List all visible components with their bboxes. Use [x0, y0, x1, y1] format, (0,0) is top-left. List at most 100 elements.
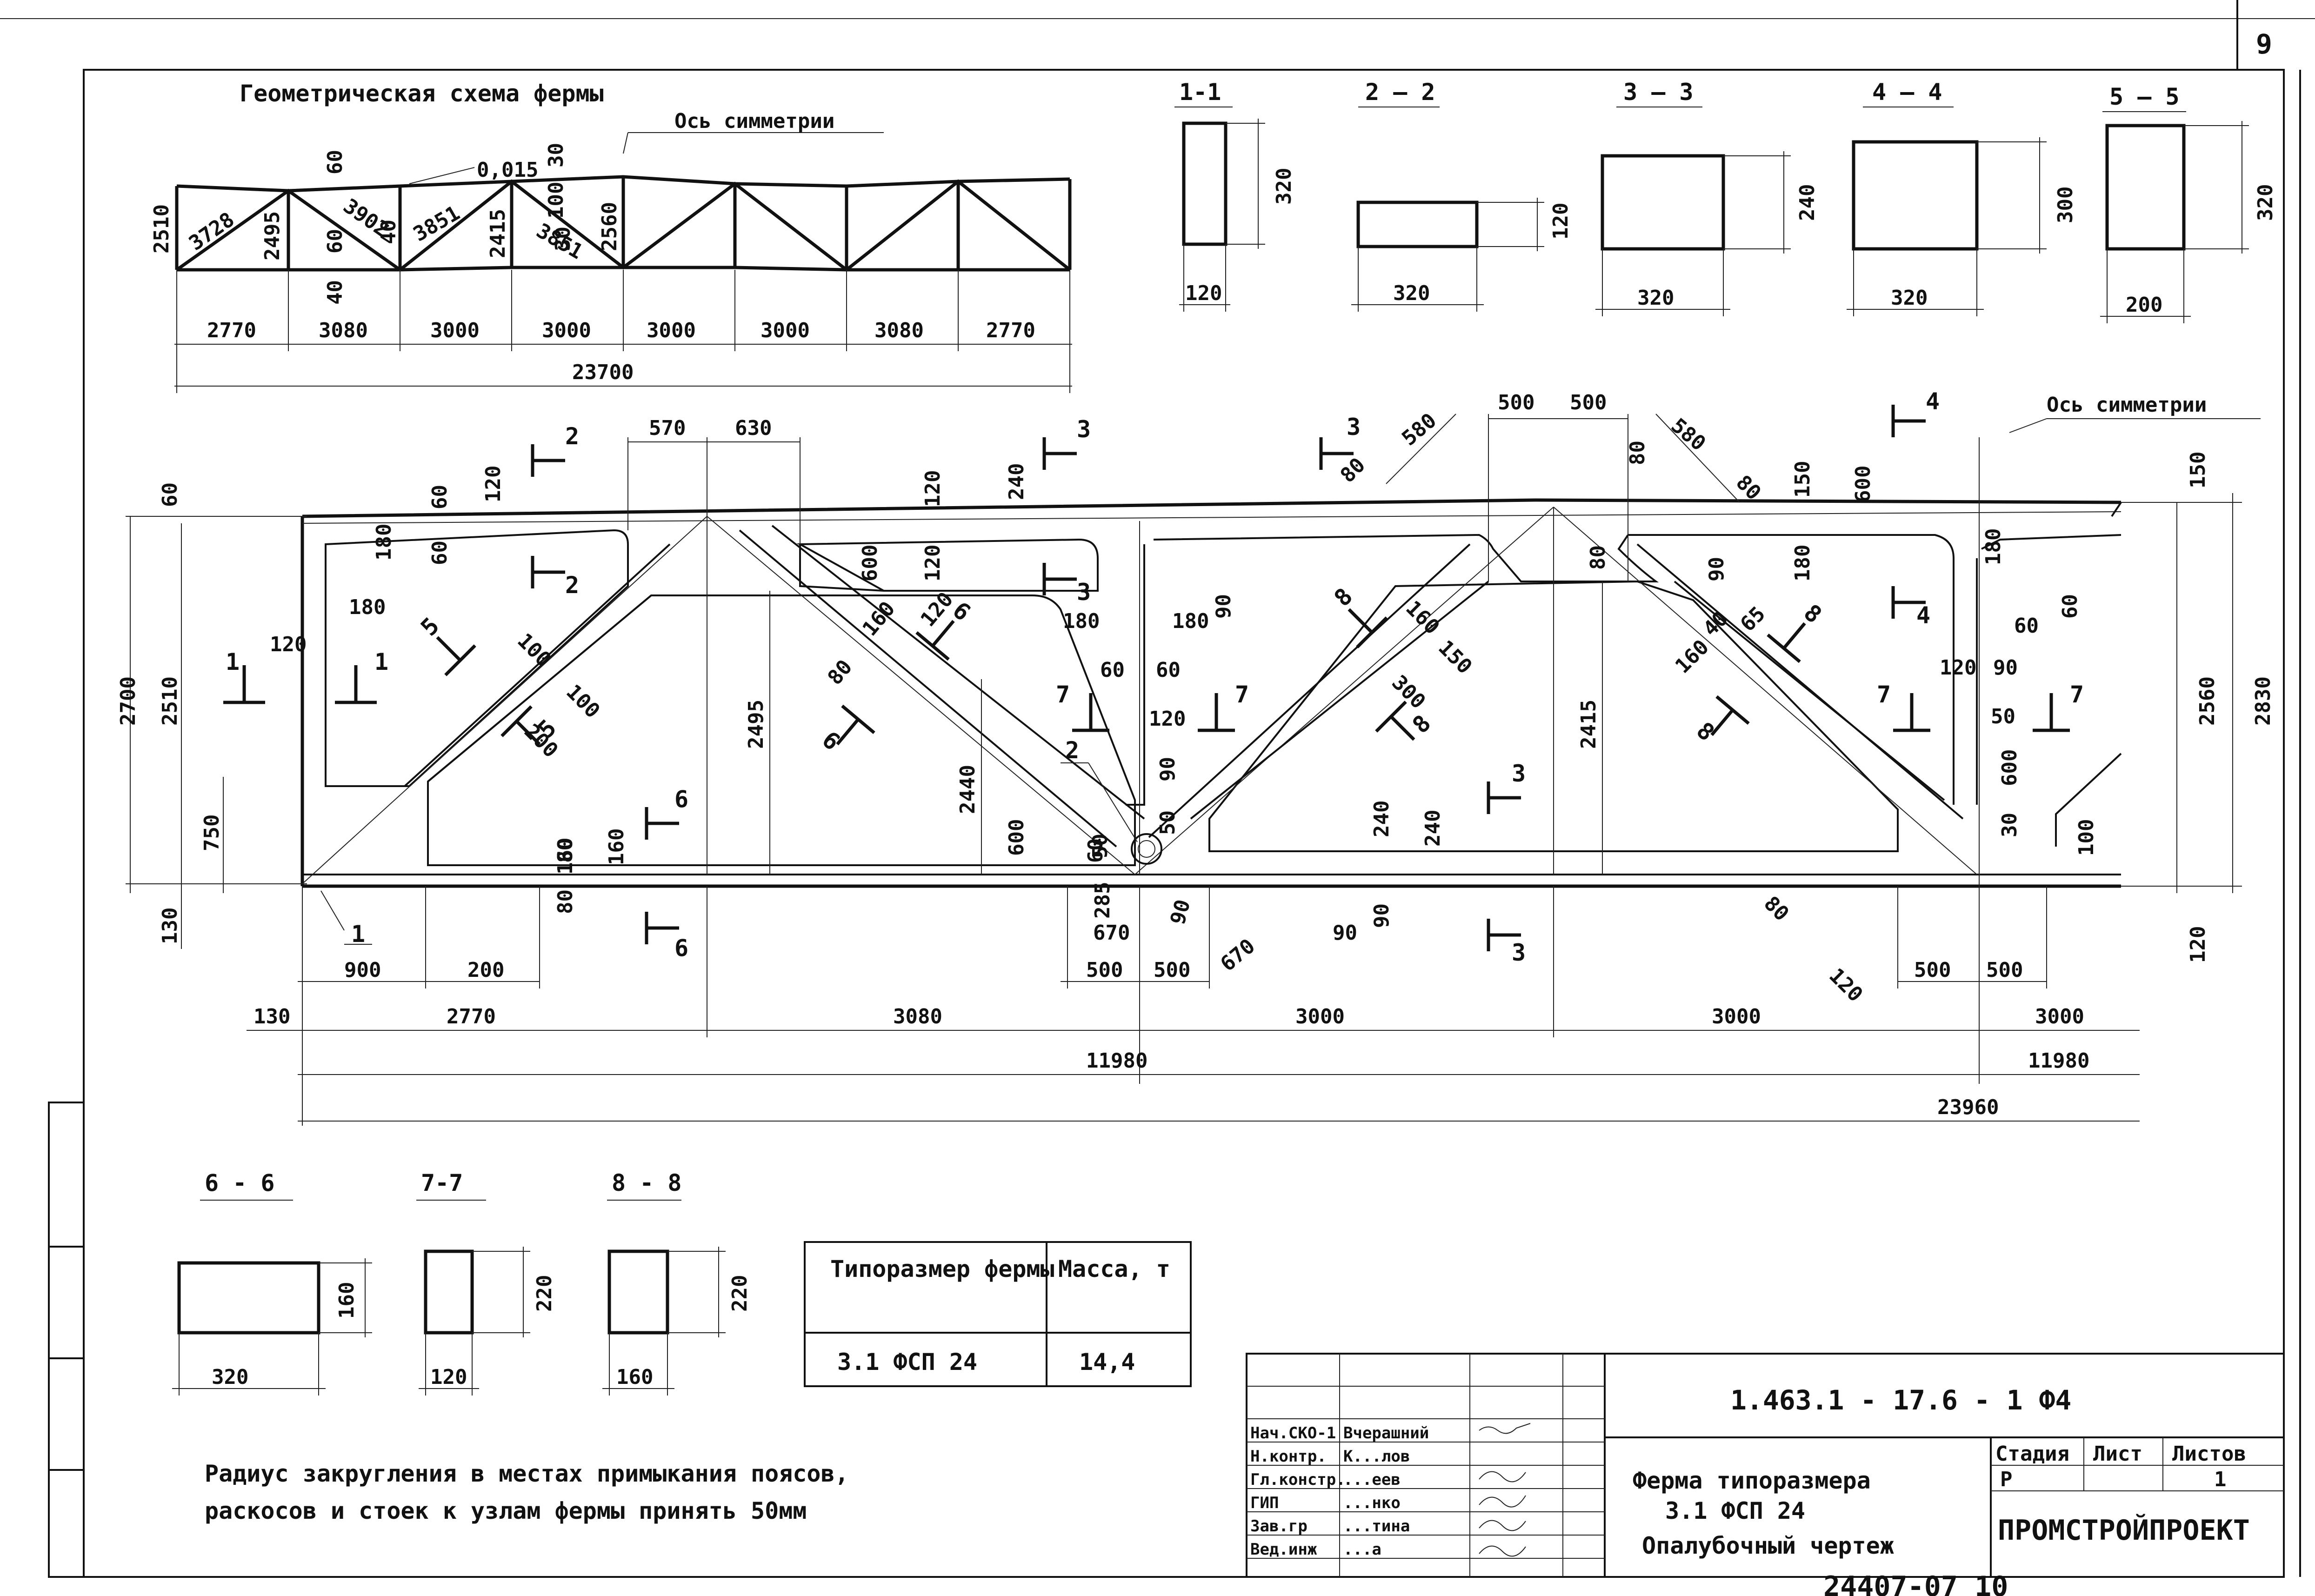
svg-text:100: 100 — [561, 680, 604, 723]
geom-small-1: 60 — [323, 150, 347, 174]
svg-text:320: 320 — [1393, 281, 1430, 305]
geom-panel-1: 2770 — [207, 319, 256, 342]
name-1: Вчерашний — [1343, 1424, 1429, 1442]
mass-header-1: Типоразмер фермы — [830, 1255, 1054, 1282]
note-line-2: раскосов и стоек к узлам фермы принять 5… — [205, 1497, 807, 1524]
svg-text:160: 160 — [335, 1282, 359, 1319]
svg-text:600: 600 — [858, 545, 882, 581]
svg-text:160: 160 — [605, 828, 628, 865]
svg-text:80: 80 — [1586, 545, 1610, 570]
dim-500-d: 500 — [1154, 958, 1190, 982]
section-8-8: 8 - 8 160 220 — [602, 1169, 752, 1396]
doc-code: 1.463.1 - 17.6 - 1 Ф4 — [1730, 1384, 2071, 1416]
dim-2830: 2830 — [2251, 676, 2275, 726]
svg-text:300: 300 — [2054, 187, 2077, 223]
svg-text:60: 60 — [1100, 658, 1125, 682]
name-6: ...а — [1343, 1540, 1381, 1559]
dim-630: 630 — [735, 416, 772, 440]
svg-text:120: 120 — [1824, 964, 1867, 1007]
stage-header: Стадия — [1995, 1442, 2069, 1466]
svg-text:3: 3 — [1512, 939, 1526, 966]
title-line-1: Ферма типоразмера — [1633, 1467, 1871, 1494]
svg-text:180: 180 — [1172, 609, 1209, 633]
half-span-right: 11980 — [2028, 1049, 2089, 1073]
dim-130: 130 — [158, 908, 182, 944]
svg-text:6: 6 — [674, 786, 688, 813]
svg-text:180: 180 — [1981, 528, 2005, 565]
svg-text:600: 600 — [1005, 819, 1028, 856]
svg-text:240: 240 — [1795, 184, 1819, 221]
geom-diag-1: 3728 — [185, 207, 239, 255]
svg-text:90: 90 — [1156, 757, 1180, 781]
dim-2770-bottom: 2770 — [447, 1005, 496, 1028]
geom-slope: 0,015 — [477, 158, 538, 182]
dim-900: 900 — [344, 958, 381, 982]
geom-panel-4: 3000 — [542, 319, 591, 342]
svg-text:160: 160 — [554, 838, 577, 875]
svg-text:6 - 6: 6 - 6 — [205, 1169, 275, 1196]
svg-text:50: 50 — [1156, 810, 1180, 835]
geom-panel-3: 3000 — [430, 319, 480, 342]
mass-table: Типоразмер фермы Масса, т 3.1 ФСП 24 14,… — [804, 1241, 1192, 1387]
geom-axis-label: Ось симметрии — [674, 109, 834, 133]
svg-text:30: 30 — [1998, 813, 2021, 837]
geometric-scheme: Геометрическая схема фермы Ось симметрии… — [150, 80, 1072, 393]
main-elevation: Ось симметрии 1 1 2 2 3 3 3 3 3 4 4 6 6 … — [116, 388, 2275, 1126]
svg-text:150: 150 — [1434, 636, 1476, 679]
svg-text:120: 120 — [430, 1365, 467, 1389]
svg-text:120: 120 — [921, 545, 945, 581]
geom-height-4: 2560 — [598, 202, 621, 251]
svg-text:3: 3 — [1077, 579, 1091, 606]
geom-small-3: 40 — [323, 280, 347, 305]
mass-value: 14,4 — [1079, 1349, 1135, 1376]
role-6: Вед.инж — [1250, 1540, 1317, 1559]
total-span: 23960 — [1937, 1095, 1999, 1119]
role-2: Н.контр. — [1250, 1447, 1327, 1466]
svg-text:90: 90 — [1705, 557, 1728, 581]
svg-text:80: 80 — [823, 655, 857, 689]
svg-text:150: 150 — [1791, 461, 1815, 498]
svg-text:80: 80 — [554, 889, 577, 914]
svg-text:60: 60 — [428, 485, 452, 509]
svg-text:3: 3 — [1347, 414, 1361, 441]
svg-text:6: 6 — [674, 935, 688, 962]
svg-text:220: 220 — [533, 1275, 556, 1312]
sheets-value: 1 — [2214, 1468, 2227, 1491]
dim-2700: 2700 — [116, 676, 140, 726]
geom-panel-7: 3080 — [874, 319, 924, 342]
dim-2560: 2560 — [2195, 676, 2219, 726]
dim-570: 570 — [649, 416, 686, 440]
svg-text:240: 240 — [1370, 801, 1394, 837]
svg-text:4 – 4: 4 – 4 — [1872, 79, 1942, 106]
svg-text:1: 1 — [374, 648, 388, 675]
geom-panel-2: 3080 — [319, 319, 368, 342]
svg-text:7: 7 — [1056, 681, 1070, 708]
geom-small-4: 40 — [377, 220, 400, 244]
role-5: Зав.гр — [1250, 1517, 1308, 1536]
dim-2510: 2510 — [158, 676, 182, 726]
main-member-lines — [302, 507, 1980, 884]
svg-text:60: 60 — [158, 482, 182, 507]
section-6-6: 6 - 6 320 160 — [172, 1169, 372, 1396]
dim-3000-bottom-b: 3000 — [1712, 1005, 1761, 1028]
svg-text:2: 2 — [565, 423, 579, 450]
svg-text:600: 600 — [1998, 749, 2021, 786]
svg-text:100: 100 — [513, 629, 555, 672]
section-7-7: 7-7 120 220 — [416, 1169, 556, 1396]
svg-text:5: 5 — [415, 612, 444, 641]
dim-130-bottom: 130 — [254, 1005, 290, 1028]
svg-text:3: 3 — [1512, 760, 1526, 787]
svg-text:4: 4 — [1926, 388, 1940, 415]
svg-text:90: 90 — [1333, 921, 1357, 945]
svg-text:600: 600 — [1851, 466, 1875, 502]
svg-text:5 – 5: 5 – 5 — [2109, 83, 2180, 110]
svg-text:4: 4 — [1916, 602, 1930, 629]
svg-text:670: 670 — [1093, 921, 1130, 945]
title-line-3: Опалубочный чертеж — [1642, 1532, 1894, 1559]
dim-2415: 2415 — [1577, 700, 1601, 749]
svg-text:1: 1 — [226, 648, 240, 675]
name-2: К...лов — [1343, 1447, 1410, 1466]
svg-text:7: 7 — [1235, 681, 1249, 708]
svg-text:80: 80 — [1336, 453, 1370, 487]
